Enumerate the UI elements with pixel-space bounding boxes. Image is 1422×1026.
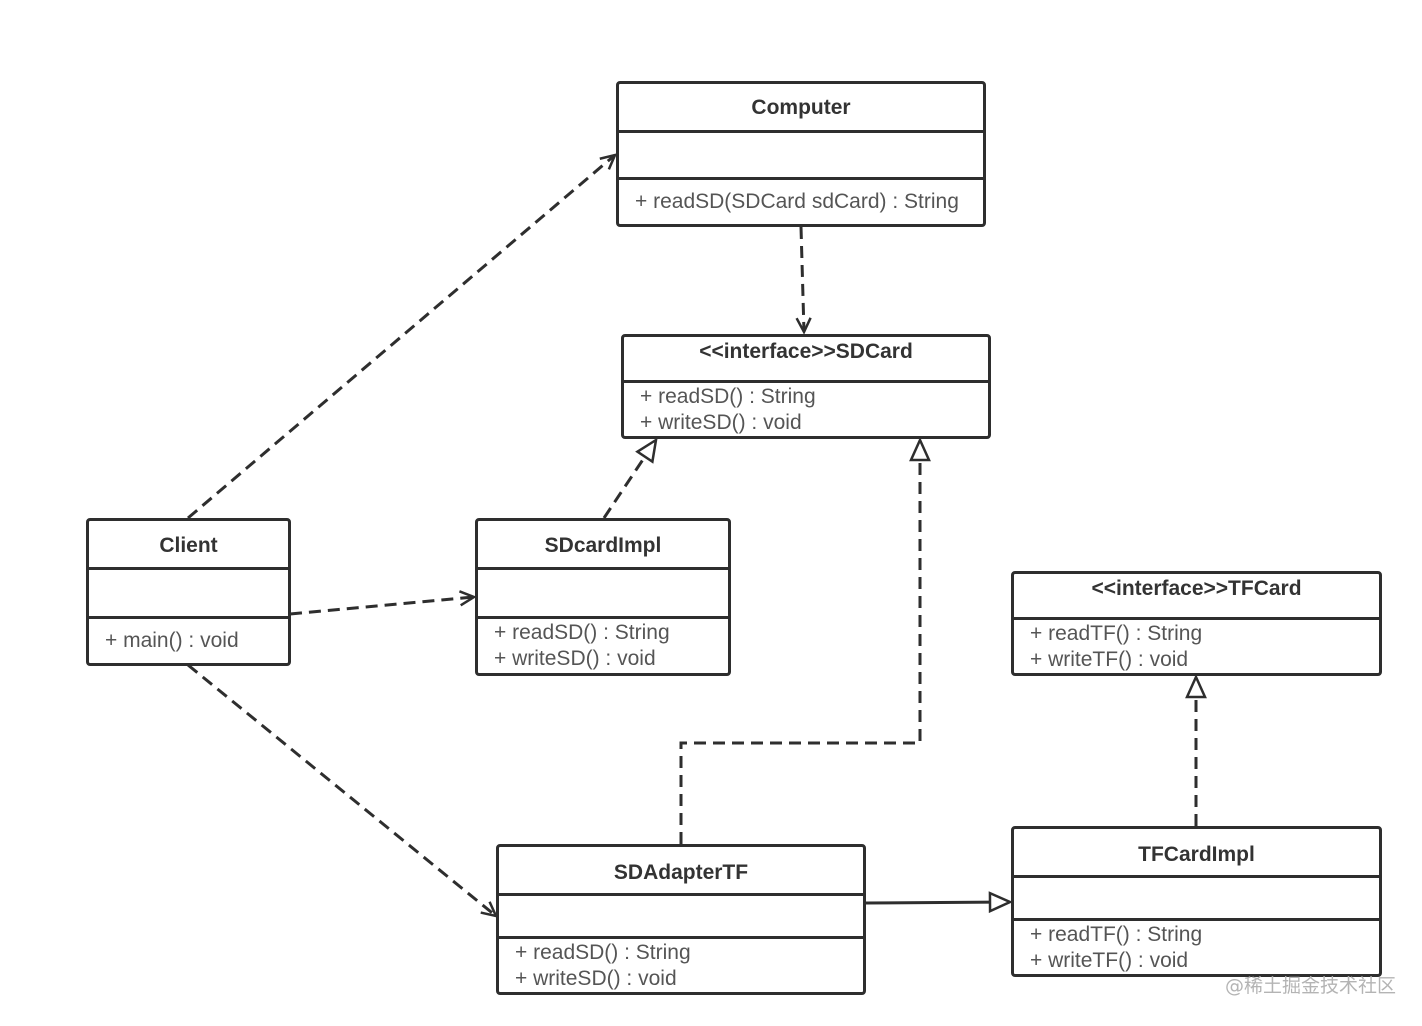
methods-compartment: + readSD(SDCard sdCard) : String — [619, 180, 983, 224]
method: + readTF() : String — [1030, 923, 1203, 946]
dependency-client-sdcardimpl — [289, 590, 477, 616]
class-sdcardimpl[interactable]: SDcardImpl + readSD() : String + writeSD… — [475, 518, 731, 676]
method: + readSD(SDCard sdCard) : String — [635, 190, 959, 213]
attributes-compartment — [478, 570, 728, 619]
class-name: SDAdapterTF — [499, 847, 863, 896]
interface-sdcard[interactable]: <<interface>>SDCard + readSD() : String … — [621, 334, 991, 439]
class-client[interactable]: Client + main() : void — [86, 518, 291, 666]
class-name: <<interface>>TFCard — [1014, 574, 1379, 620]
class-name: Computer — [619, 84, 983, 133]
class-computer[interactable]: Computer + readSD(SDCard sdCard) : Strin… — [616, 81, 986, 227]
method: + readSD() : String — [494, 621, 670, 644]
class-name: SDcardImpl — [478, 521, 728, 570]
watermark: @稀土掘金技术社区 — [1224, 975, 1396, 997]
method: + writeTF() : void — [1030, 949, 1189, 972]
method: + writeSD() : void — [494, 647, 656, 670]
methods-compartment: + main() : void — [89, 619, 288, 663]
attributes-compartment — [1014, 878, 1379, 921]
dependency-computer-sdcard — [795, 226, 812, 335]
dependency-client-computer — [187, 153, 618, 520]
methods-compartment: + readSD() : String + writeSD() : void — [624, 383, 988, 436]
method: + writeTF() : void — [1030, 648, 1189, 671]
methods-compartment: + readTF() : String + writeTF() : void — [1014, 921, 1379, 974]
method: + writeSD() : void — [515, 967, 677, 990]
method: + writeSD() : void — [640, 411, 802, 434]
realization-sdadaptertf-sdcard — [679, 440, 920, 844]
methods-compartment: + readSD() : String + writeSD() : void — [478, 619, 728, 673]
interface-tfcard[interactable]: <<interface>>TFCard + readTF() : String … — [1011, 571, 1382, 676]
dependency-client-sdadaptertf — [187, 663, 499, 918]
realization-sdcardimpl-sdcard — [602, 440, 656, 519]
method: + readSD() : String — [515, 941, 691, 964]
method: + main() : void — [105, 629, 239, 652]
class-sdadaptertf[interactable]: SDAdapterTF + readSD() : String + writeS… — [496, 844, 866, 995]
method: + readTF() : String — [1030, 622, 1203, 645]
attributes-compartment — [619, 133, 983, 180]
methods-compartment: + readTF() : String + writeTF() : void — [1014, 620, 1379, 673]
methods-compartment: + readSD() : String + writeSD() : void — [499, 939, 863, 992]
class-name: <<interface>>SDCard — [624, 337, 988, 383]
class-name: Client — [89, 521, 288, 570]
class-tfcardimpl[interactable]: TFCardImpl + readTF() : String + writeTF… — [1011, 826, 1382, 977]
association-sdadaptertf-tfcardimpl — [865, 902, 1010, 903]
attributes-compartment — [499, 896, 863, 939]
attributes-compartment — [89, 570, 288, 619]
method: + readSD() : String — [640, 385, 816, 408]
class-name: TFCardImpl — [1014, 829, 1379, 878]
